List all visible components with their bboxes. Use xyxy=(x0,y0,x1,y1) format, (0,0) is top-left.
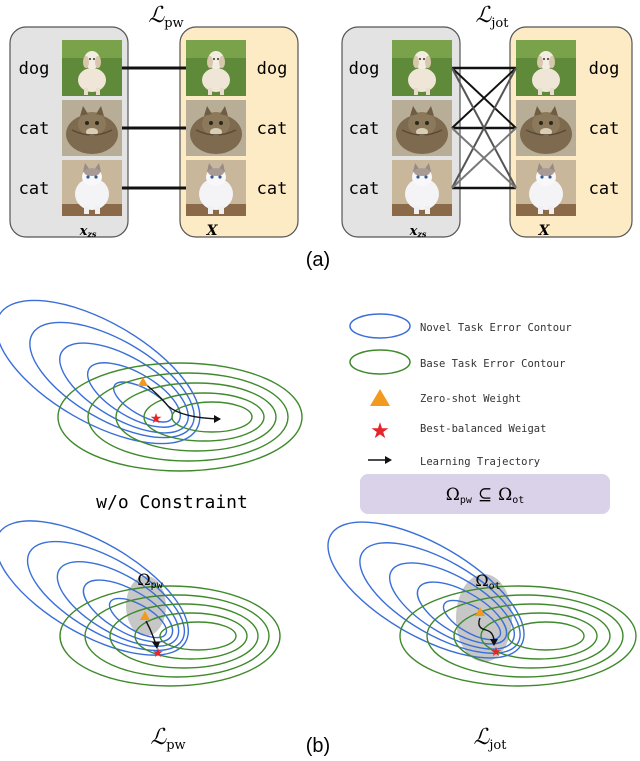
left-label-2: cat xyxy=(349,119,380,139)
omega-pw-label: Ωpw xyxy=(137,570,163,591)
right-label-3: cat xyxy=(589,179,620,199)
relation-box xyxy=(360,474,610,514)
zero-shot-weight-marker xyxy=(140,611,150,620)
white-cat-image xyxy=(186,160,246,216)
right-label-1: dog xyxy=(257,59,288,79)
learning-trajectory xyxy=(142,381,221,420)
unconstrained-caption: w/o Constraint xyxy=(96,492,248,513)
trajectory-arrowhead xyxy=(152,642,160,649)
panel-a-jot: ℒjot dog cat cat dog cat cat xzs X xyxy=(341,3,633,239)
white-cat-image xyxy=(62,160,122,216)
blue-ellipse-icon xyxy=(349,313,411,339)
base-task-contours xyxy=(399,585,637,687)
tabby-cat-image xyxy=(392,100,452,156)
pw-caption: ℒpw xyxy=(150,725,185,753)
zero-shot-weight-marker xyxy=(138,377,148,386)
legend-label: Zero-shot Weight xyxy=(420,393,521,405)
legend-label: Novel Task Error Contour xyxy=(420,322,572,334)
tabby-cat-image xyxy=(516,100,576,156)
contour-plot-unconstrained: ★ xyxy=(0,299,303,472)
best-balanced-weight-marker: ★ xyxy=(490,644,502,659)
cross-pair-line xyxy=(451,127,517,189)
tabby-cat-image xyxy=(186,100,246,156)
zero-shot-weight-marker xyxy=(475,607,485,616)
contour-plot-pw: ★ Ωpw xyxy=(0,520,281,687)
relation-formula: Ωpw⊆Ωot xyxy=(446,485,525,506)
right-label-3: cat xyxy=(257,179,288,199)
zs-caption: xzs xyxy=(79,224,97,239)
right-label-1: dog xyxy=(589,59,620,79)
omega-ot-label: Ωot xyxy=(475,571,500,592)
base-task-contours xyxy=(57,362,303,472)
dog-image xyxy=(516,40,576,96)
orange-triangle-icon xyxy=(370,389,390,406)
best-balanced-weight-marker: ★ xyxy=(152,645,164,660)
novel-task-contours xyxy=(0,299,201,445)
panel-a-pw: ℒpw dog cat cat dog cat cat xzs X xyxy=(9,3,299,239)
learning-trajectory xyxy=(478,617,495,643)
legend: Novel Task Error Contour Base Task Error… xyxy=(349,313,572,468)
legend-label: Learning Trajectory xyxy=(420,456,540,468)
left-label-1: dog xyxy=(19,59,50,79)
right-label-2: cat xyxy=(257,119,288,139)
trajectory-arrowhead xyxy=(214,415,221,423)
left-label-3: cat xyxy=(19,179,50,199)
red-star-icon: ★ xyxy=(370,418,390,443)
left-label-2: cat xyxy=(19,119,50,139)
cross-pair-line xyxy=(451,67,517,129)
white-cat-image xyxy=(516,160,576,216)
right-label-2: cat xyxy=(589,119,620,139)
white-cat-image xyxy=(392,160,452,216)
best-balanced-weight-marker: ★ xyxy=(150,412,163,427)
novel-task-contours xyxy=(327,521,525,659)
tabby-cat-image xyxy=(62,100,122,156)
panel-a-label: (a) xyxy=(306,249,330,271)
cross-pair-line xyxy=(451,67,517,189)
jot-title: ℒjot xyxy=(476,3,510,31)
target-caption: X xyxy=(206,223,219,239)
left-label-1: dog xyxy=(349,59,380,79)
panel-b-label: (b) xyxy=(306,735,330,757)
arrow-icon-head xyxy=(385,456,392,464)
dog-image xyxy=(186,40,246,96)
legend-label: Best-balanced Weigat xyxy=(420,423,546,435)
base-task-contours xyxy=(59,585,281,687)
target-caption: X xyxy=(538,223,551,239)
legend-label: Base Task Error Contour xyxy=(420,358,565,370)
green-ellipse-icon xyxy=(349,349,411,375)
trajectory-arrowhead xyxy=(490,639,498,646)
left-label-3: cat xyxy=(349,179,380,199)
dog-image xyxy=(392,40,452,96)
all-pair-lines xyxy=(451,66,517,190)
jot-caption: ℒjot xyxy=(474,725,508,753)
pw-title: ℒpw xyxy=(148,3,183,31)
contour-plot-jot: ★ Ωot xyxy=(327,521,637,687)
novel-task-contours xyxy=(0,520,190,656)
dog-image xyxy=(62,40,122,96)
zs-caption: xzs xyxy=(409,224,427,239)
